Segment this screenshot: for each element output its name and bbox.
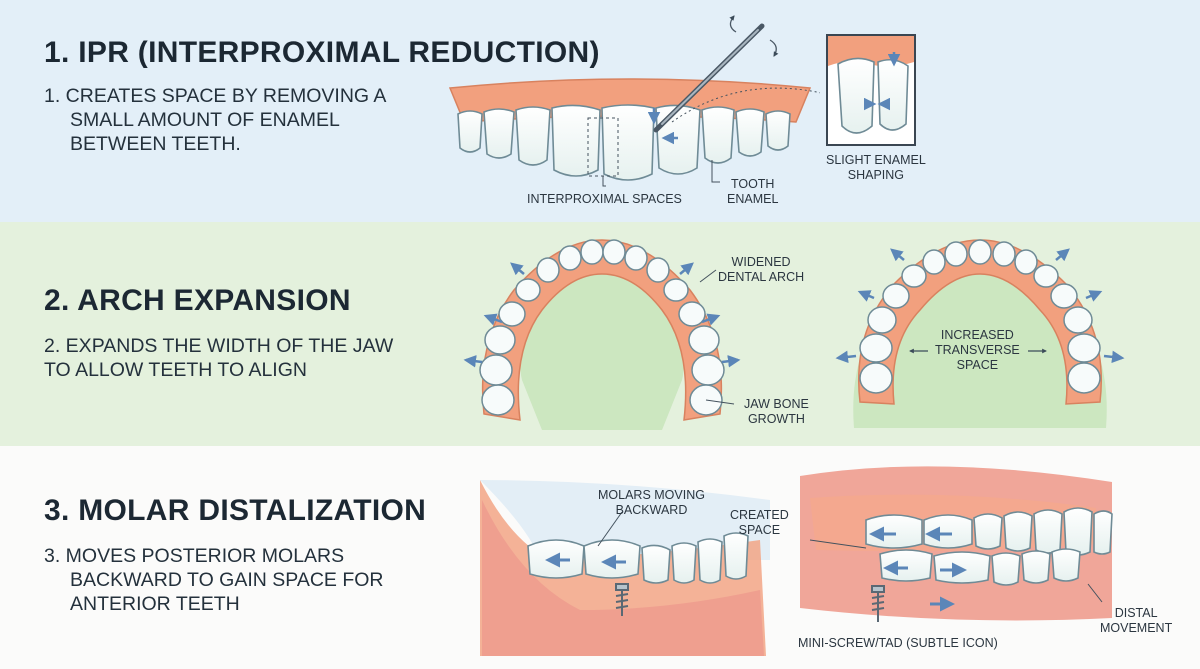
label-slight-enamel-shaping: SLIGHT ENAMEL SHAPING bbox=[826, 153, 926, 182]
arch-expansion-left-illustration bbox=[463, 239, 741, 430]
description-line: SMALL AMOUNT OF ENAMEL bbox=[70, 109, 340, 131]
molar-distalization-left-illustration bbox=[480, 480, 770, 656]
label-increased-transverse-space: INCREASED TRANSVERSE SPACE bbox=[935, 328, 1020, 372]
section-description-ipr: 1. CREATES SPACE BY REMOVING A SMALL AMO… bbox=[44, 84, 386, 156]
description-line: ANTERIOR TEETH bbox=[70, 593, 240, 615]
label-distal-movement: DISTAL MOVEMENT bbox=[1100, 606, 1173, 635]
section-description-arch-expansion: 2. EXPANDS THE WIDTH OF THE JAW TO ALLOW… bbox=[44, 334, 393, 382]
arch-expansion-right-illustration bbox=[835, 239, 1125, 428]
slight-enamel-shaping-inset bbox=[826, 34, 916, 146]
molar-distalization-right-illustration bbox=[800, 466, 1113, 622]
section-description-molar-distalization: 3. MOVES POSTERIOR MOLARS BACKWARD TO GA… bbox=[44, 544, 384, 616]
description-line: BETWEEN TEETH. bbox=[70, 133, 241, 155]
description-line: 3. MOVES POSTERIOR MOLARS bbox=[44, 545, 345, 567]
description-line: BACKWARD TO GAIN SPACE FOR bbox=[70, 569, 384, 591]
description-line: TO ALLOW TEETH TO ALIGN bbox=[44, 359, 307, 381]
ipr-upper-teeth-illustration bbox=[448, 15, 820, 187]
description-line: 1. CREATES SPACE BY REMOVING A bbox=[44, 85, 387, 107]
section-title-arch-expansion: 2. ARCH EXPANSION bbox=[44, 284, 351, 317]
label-interproximal-spaces: INTERPROXIMAL SPACES bbox=[527, 192, 682, 206]
label-created-space: CREATED SPACE bbox=[730, 508, 789, 537]
label-widened-dental-arch: WIDENED DENTAL ARCH bbox=[718, 255, 805, 284]
label-tooth-enamel: TOOTH ENAMEL bbox=[727, 177, 779, 206]
label-mini-screw-tad: MINI-SCREW/TAD (SUBTLE ICON) bbox=[798, 636, 998, 650]
label-jaw-bone-growth: JAW BONE GROWTH bbox=[744, 397, 809, 426]
section-title-molar-distalization: 3. MOLAR DISTALIZATION bbox=[44, 494, 427, 527]
section-title-ipr: 1. IPR (INTERPROXIMAL REDUCTION) bbox=[44, 36, 600, 69]
label-molars-moving-backward: MOLARS MOVING BACKWARD bbox=[598, 488, 705, 517]
description-line: 2. EXPANDS THE WIDTH OF THE JAW bbox=[44, 335, 394, 357]
